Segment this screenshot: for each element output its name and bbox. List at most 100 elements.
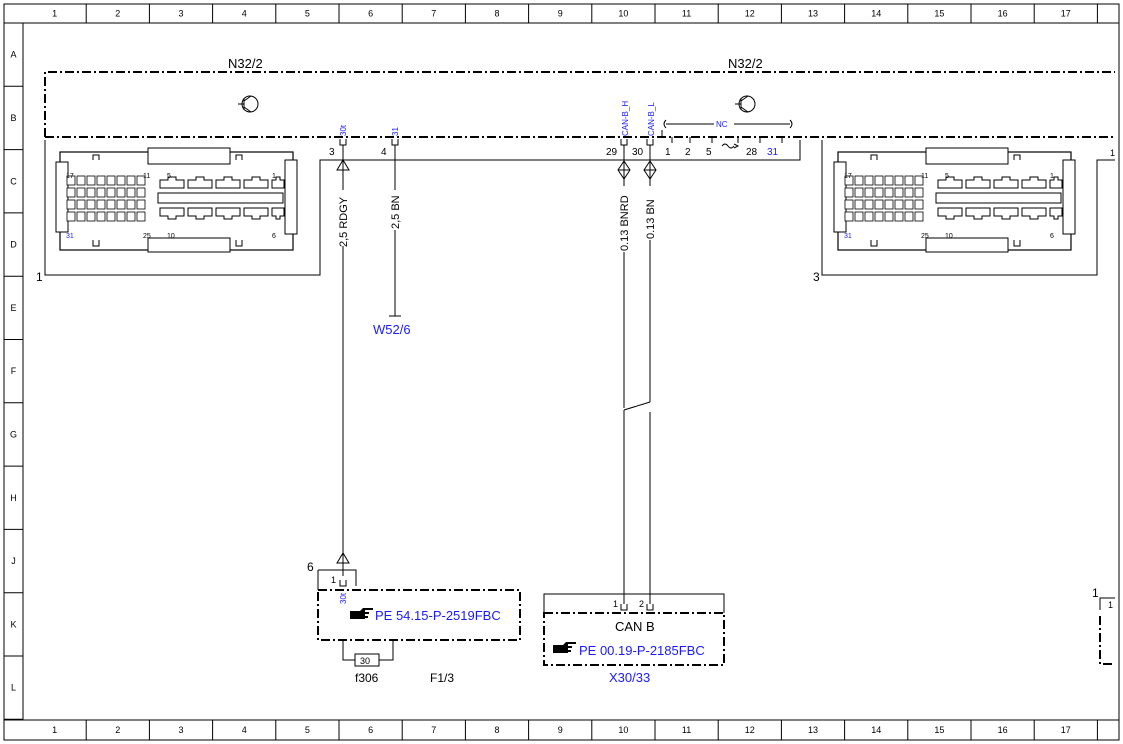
- grid-column-label: 4: [242, 725, 247, 735]
- wire-label-bn: 2,5 BN: [390, 195, 402, 229]
- pin-numbers: 3 4 29 30 1 2 5 28 31: [329, 147, 779, 158]
- svg-text:CAN-B_H: CAN-B_H: [621, 101, 630, 136]
- pin-right-connector: 1: [1110, 148, 1115, 158]
- svg-text:1: 1: [665, 147, 671, 158]
- edge-connector-number: 1: [1092, 586, 1099, 600]
- connector-pin-numbers-left: 17 11 5 1 31 25 10 6: [66, 173, 276, 240]
- transistor-icon: [735, 95, 756, 113]
- hand-pointer-icon: [350, 608, 373, 619]
- svg-text:17: 17: [66, 173, 74, 180]
- grid-column-label: 7: [431, 9, 436, 19]
- svg-text:5: 5: [167, 173, 171, 180]
- nc-label: NC: [716, 120, 728, 129]
- svg-text:30t: 30t: [339, 124, 348, 136]
- svg-text:25: 25: [921, 233, 929, 240]
- grid-column-label: 13: [808, 9, 818, 19]
- grid-column-label: 17: [1061, 725, 1071, 735]
- fuse-reference-link[interactable]: PE 54.15-P-2519FBC: [350, 608, 501, 623]
- grid-column-label: 12: [745, 725, 755, 735]
- svg-text:5: 5: [945, 173, 949, 180]
- svg-text:30: 30: [632, 147, 644, 158]
- can-connector: [543, 593, 725, 666]
- grid-row-label: D: [10, 240, 17, 250]
- svg-text:11: 11: [921, 173, 928, 180]
- wire-label-rdgy: 2,5 RDGY: [338, 196, 350, 247]
- grid-row-label: G: [10, 429, 17, 439]
- grid-row-label: F: [11, 366, 17, 376]
- svg-text:10: 10: [945, 233, 953, 240]
- fuse-box-label: F1/3: [430, 671, 454, 685]
- grid-column-label: 14: [871, 725, 881, 735]
- svg-text:1: 1: [272, 173, 276, 180]
- grid-column-label: 1: [52, 9, 57, 19]
- grid-column-label: 3: [178, 725, 183, 735]
- can-reference-link[interactable]: PE 00.19-P-2185FBC: [553, 642, 705, 658]
- svg-text:1: 1: [1050, 173, 1054, 180]
- svg-text:3: 3: [329, 147, 335, 158]
- grid-column-label: 10: [618, 725, 628, 735]
- can-reference-text[interactable]: PE 00.19-P-2185FBC: [579, 643, 705, 658]
- grid-row-label: C: [10, 176, 17, 186]
- wire-bn-ground: [389, 145, 401, 317]
- fuse-connector: [317, 569, 521, 667]
- svg-text:10: 10: [167, 233, 175, 240]
- grid-column-label: 11: [682, 725, 691, 735]
- svg-text:29: 29: [606, 147, 618, 158]
- svg-text:28: 28: [746, 147, 758, 158]
- edge-connector: [1099, 597, 1115, 665]
- svg-text:25: 25: [143, 233, 151, 240]
- wire-label-bnrd: 0.13 BNRD: [619, 195, 631, 251]
- svg-text:6: 6: [1050, 233, 1054, 240]
- grid-column-label: 5: [305, 9, 310, 19]
- fuse-signal-label: 30t: [339, 592, 348, 604]
- fuse-value: 30: [360, 656, 370, 666]
- grid-row-label: K: [10, 619, 16, 629]
- grid-row-label: H: [10, 493, 17, 503]
- wire-label-bn013: 0.13 BN: [645, 199, 657, 239]
- grid-row-label: L: [11, 683, 16, 693]
- grid-column-label: 14: [871, 9, 881, 19]
- can-pin-2: 2: [639, 599, 644, 609]
- transistor-icon: [238, 95, 259, 113]
- grid-column-label: 9: [558, 725, 563, 735]
- drawing-frame: 1122334455667788991010111112121313141415…: [3, 3, 1120, 741]
- ground-point-label[interactable]: W52/6: [373, 322, 411, 337]
- svg-text:2: 2: [685, 147, 691, 158]
- fuse-connector-number: 6: [307, 560, 314, 574]
- grid-column-label: 4: [242, 9, 247, 19]
- svg-text:17: 17: [844, 173, 852, 180]
- connector-number-left: 1: [36, 270, 43, 284]
- module-label-right: N32/2: [728, 56, 763, 71]
- module-boundary-left: [44, 71, 1115, 138]
- connector-right: [821, 140, 1115, 276]
- connector-number-right: 3: [813, 270, 820, 284]
- grid-column-label: 13: [808, 725, 818, 735]
- grid-column-label: 7: [431, 725, 436, 735]
- grid-column-label: 16: [998, 9, 1008, 19]
- svg-text:31: 31: [767, 147, 779, 158]
- svg-text:4: 4: [381, 147, 387, 158]
- svg-text:11: 11: [143, 173, 150, 180]
- grid-row-label: J: [11, 556, 16, 566]
- can-pin-1: 1: [613, 599, 618, 609]
- can-connector-label[interactable]: X30/33: [609, 670, 650, 685]
- grid-column-label: 2: [115, 725, 120, 735]
- grid-row-label: E: [10, 303, 16, 313]
- grid-column-label: 2: [115, 9, 120, 19]
- grid-column-label: 15: [934, 725, 944, 735]
- nc-bracket: [663, 119, 793, 149]
- grid-row-label: A: [10, 50, 16, 60]
- module-label-left: N32/2: [228, 56, 263, 71]
- connector-pin-numbers-right: 17 11 5 1 31 25 10 6: [844, 173, 1054, 240]
- svg-text:CAN-B_L: CAN-B_L: [647, 102, 656, 136]
- grid-column-label: 6: [368, 9, 373, 19]
- grid-column-label: 8: [494, 725, 499, 735]
- grid-column-label: 9: [558, 9, 563, 19]
- fuse-pin-number: 1: [331, 575, 336, 585]
- fuse-reference-text[interactable]: PE 54.15-P-2519FBC: [375, 608, 501, 623]
- connector-left: [44, 140, 801, 276]
- svg-text:31: 31: [66, 233, 74, 240]
- grid-column-label: 10: [618, 9, 628, 19]
- grid-column-label: 11: [682, 9, 691, 19]
